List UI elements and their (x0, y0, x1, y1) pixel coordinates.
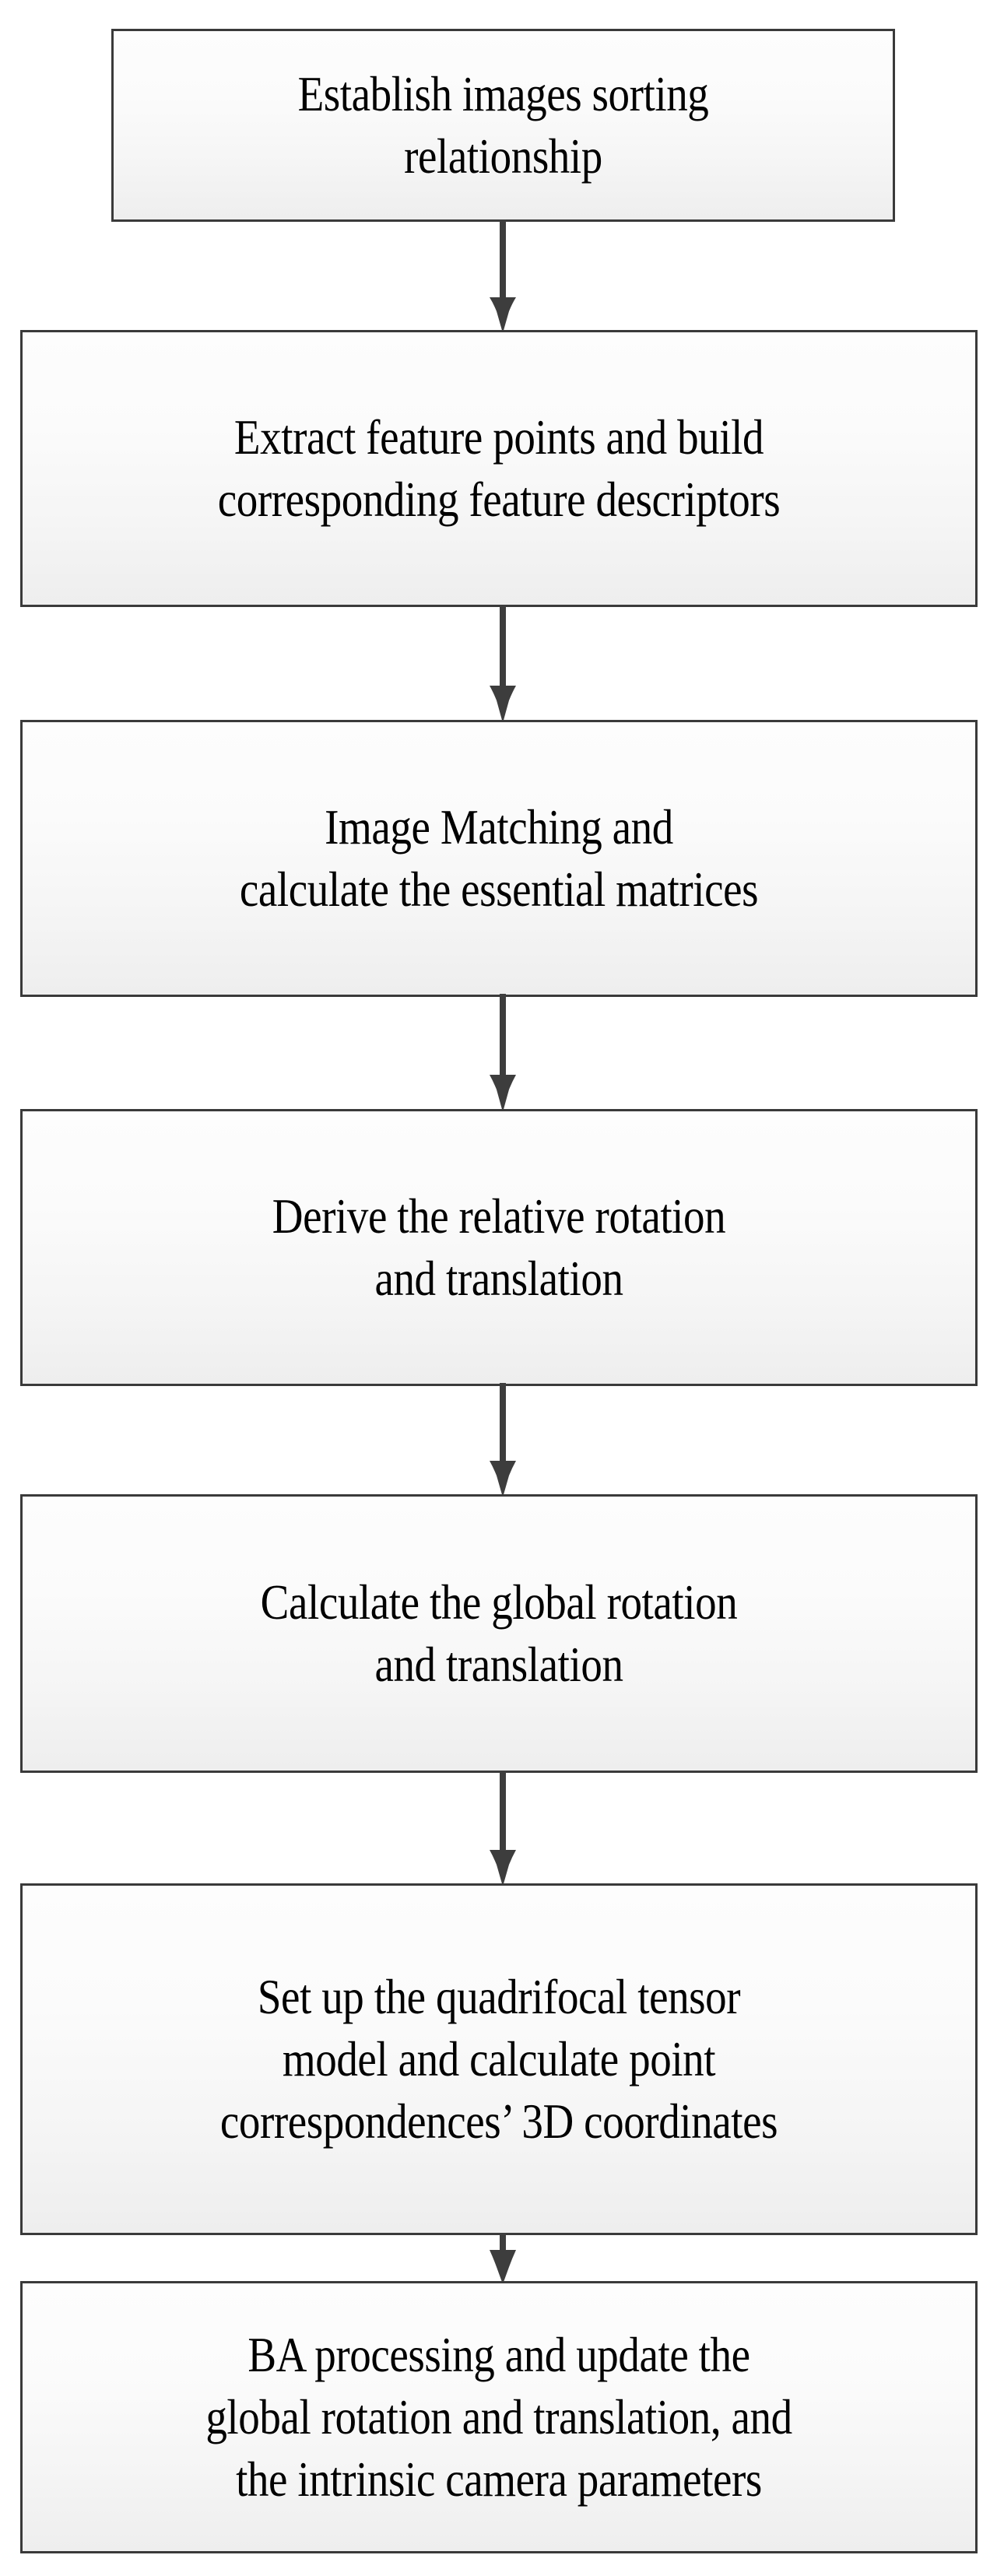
flow-arrow-3-to-4 (481, 994, 525, 1112)
flow-node-label: Establish images sorting relationship (297, 66, 709, 184)
flow-arrow-5-to-6 (481, 1771, 525, 1886)
flow-node-image-matching[interactable]: Image Matching and calculate the essenti… (20, 720, 980, 999)
flow-arrow-4-to-5 (481, 1383, 525, 1497)
flow-node-label: Set up the quadrifocal tensor model and … (219, 1969, 778, 2149)
flow-node-label: BA processing and update the global rota… (205, 2327, 792, 2507)
flow-arrow-6-to-7 (481, 2233, 525, 2284)
flow-node-derive-relative-rotation[interactable]: Derive the relative rotation and transla… (20, 1109, 980, 1388)
flow-node-calculate-global-rotation[interactable]: Calculate the global rotation and transl… (20, 1494, 980, 1775)
flow-node-label: Extract feature points and build corresp… (217, 409, 781, 527)
flow-arrow-2-to-3 (481, 605, 525, 723)
flow-node-ba-processing[interactable]: BA processing and update the global rota… (20, 2281, 980, 2556)
flow-node-label: Image Matching and calculate the essenti… (239, 799, 759, 917)
flow-node-label: Calculate the global rotation and transl… (260, 1574, 738, 1692)
flow-node-label: Derive the relative rotation and transla… (272, 1188, 726, 1306)
flow-node-quadrifocal-tensor-model[interactable]: Set up the quadrifocal tensor model and … (20, 1883, 980, 2237)
flow-arrow-1-to-2 (481, 219, 525, 333)
flow-node-establish-images-sorting-relationship[interactable]: Establish images sorting relationship (111, 29, 897, 224)
flow-node-extract-feature-points[interactable]: Extract feature points and build corresp… (20, 330, 980, 609)
